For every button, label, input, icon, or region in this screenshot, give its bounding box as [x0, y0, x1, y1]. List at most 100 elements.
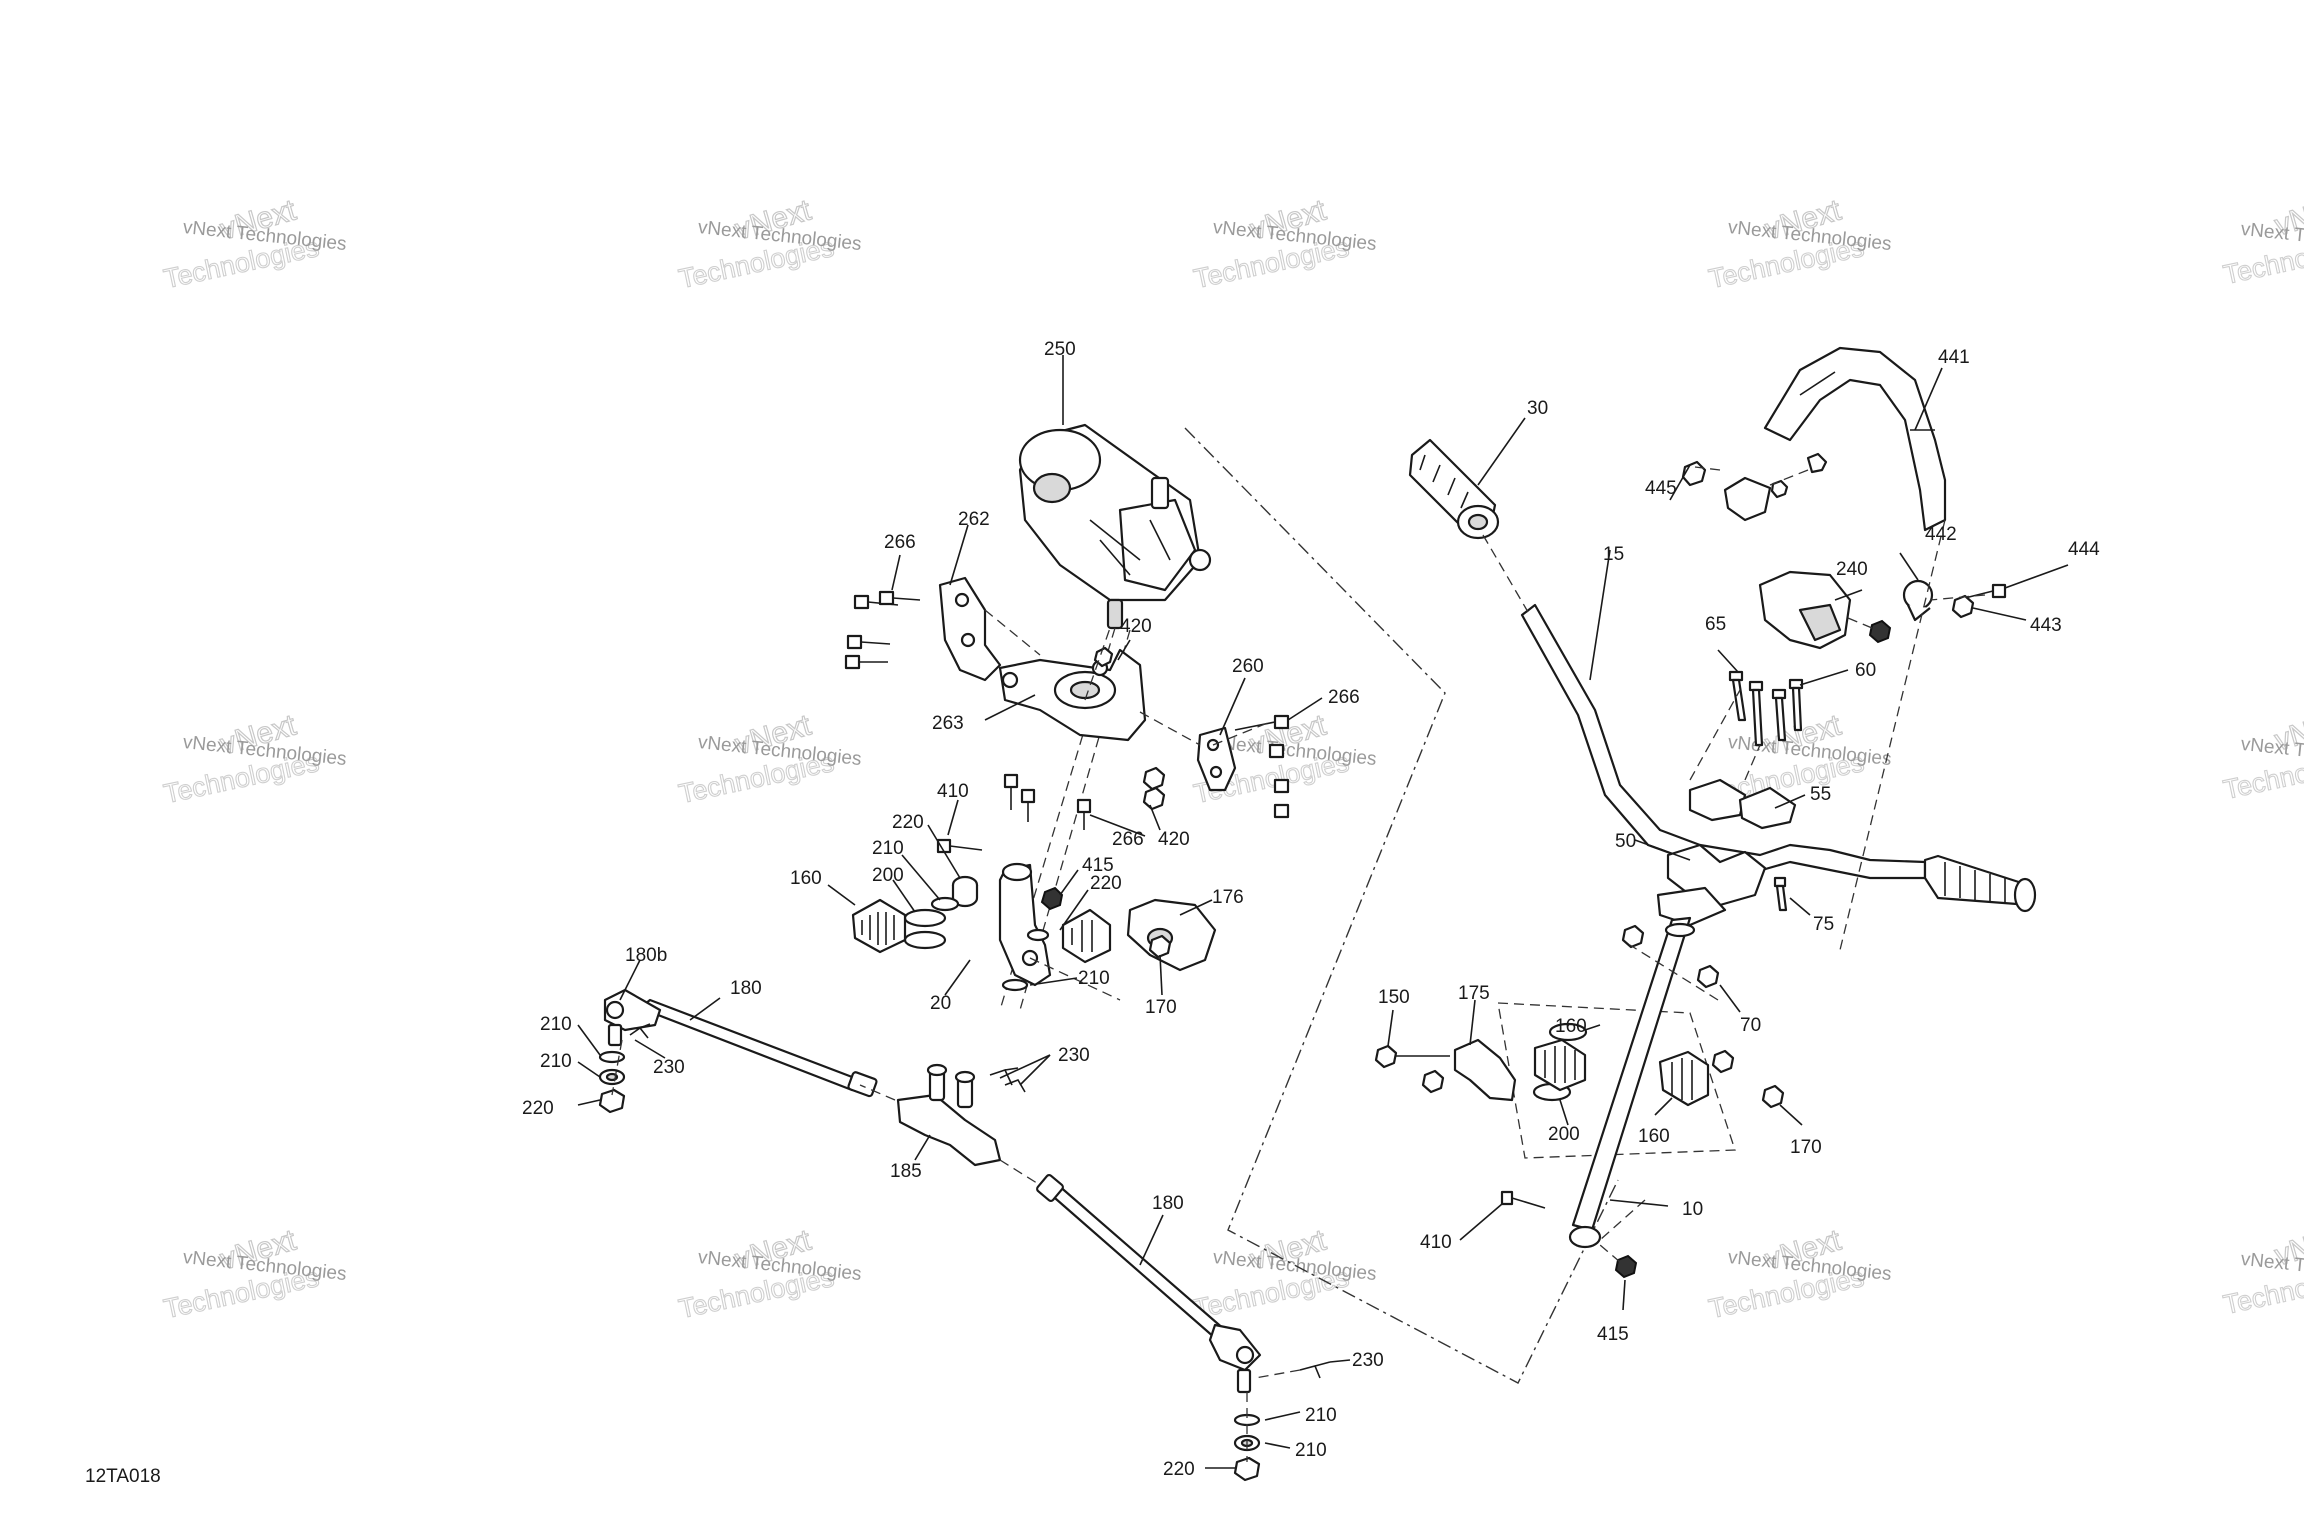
callout-50: 50: [1615, 831, 1636, 852]
callout-266: 266: [1112, 829, 1144, 850]
bolt-75: [1773, 876, 1788, 912]
grip-30: [1408, 438, 1500, 540]
watermark: vNext Technologies vNext Technologies: [1706, 1223, 1893, 1325]
callout-230: 230: [1352, 1350, 1384, 1371]
callout-176: 176: [1212, 887, 1244, 908]
callout-230: 230: [653, 1057, 685, 1078]
handlebar-pad-clip-445: [1681, 452, 1828, 522]
callout-200: 200: [872, 865, 904, 886]
callout-160: 160: [1638, 1126, 1670, 1147]
bracket-263: [998, 648, 1147, 742]
bolt-150: [1374, 1044, 1450, 1069]
callout-55: 55: [1810, 784, 1831, 805]
callout-150: 150: [1378, 987, 1410, 1008]
steering-column-10: [1568, 886, 1727, 1249]
intermediate-link-185: [896, 1063, 1002, 1167]
callout-420: 420: [1158, 829, 1190, 850]
watermark: vNext Technologies vNext Technologies: [2220, 704, 2304, 806]
support-175: [1421, 1038, 1517, 1102]
callout-262: 262: [958, 509, 990, 530]
bolt-444: [1964, 583, 2007, 599]
callout-180b: 180b: [625, 945, 667, 966]
callout-210: 210: [872, 838, 904, 859]
watermark: vNext Technologies vNext Technologies: [2220, 189, 2304, 291]
callout-180: 180: [1152, 1193, 1184, 1214]
watermark: vNext Technologies vNext Technologies: [1191, 1223, 1378, 1325]
clamp-176: [1126, 898, 1217, 972]
watermark: vNext Technologies vNext Technologies: [161, 708, 348, 810]
bolt-266: [844, 590, 921, 670]
nut-220: [1233, 1456, 1261, 1482]
callout-260: 260: [1232, 656, 1264, 677]
nut-220: [598, 1088, 626, 1114]
power-steering-unit: [1018, 423, 1212, 630]
cotter-pin-230: [1299, 1361, 1331, 1379]
assembly-lines: [611, 466, 1986, 1462]
callout-266: 266: [884, 532, 916, 553]
callout-410: 410: [1420, 1232, 1452, 1253]
seal-200: [903, 908, 947, 950]
callout-70: 70: [1740, 1015, 1761, 1036]
bolt-65-60: [1728, 670, 1804, 747]
tie-rod-end-180b: [603, 988, 662, 1047]
handlebar-15: [1520, 603, 1927, 880]
callout-250: 250: [1044, 339, 1076, 360]
switch-housing-240: [1758, 570, 1852, 650]
callout-75: 75: [1813, 914, 1834, 935]
watermark: vNext Technologies vNext Technologies: [1706, 193, 1893, 295]
diagram-code: 12TA018: [85, 1466, 161, 1487]
seal-200: [1532, 1022, 1588, 1102]
callout-444: 444: [2068, 539, 2100, 560]
callout-170: 170: [1145, 997, 1177, 1018]
callout-20: 20: [930, 993, 951, 1014]
callout-210: 210: [1078, 968, 1110, 989]
callout-240: 240: [1836, 559, 1868, 580]
callout-220: 220: [892, 812, 924, 833]
callout-230: 230: [1058, 1045, 1090, 1066]
bushing-160: [851, 898, 907, 954]
callout-220: 220: [1090, 873, 1122, 894]
bolt-410: [936, 838, 983, 854]
callout-160: 160: [1555, 1016, 1587, 1037]
callout-442: 442: [1925, 524, 1957, 545]
watermark: vNext Technologies vNext Technologies: [676, 1223, 863, 1325]
callout-labels: 250 262 266 420 260 266 263 266 420 410 …: [522, 339, 2100, 1480]
watermark: vNext Technologies vNext Technologies: [161, 1223, 348, 1325]
tie-rod-180-upper: [638, 998, 878, 1098]
watermark: vNext Technologies vNext Technologies: [2220, 1219, 2304, 1321]
callout-410: 410: [937, 781, 969, 802]
nut-170: [1711, 1049, 1785, 1109]
nut-415: [1614, 1254, 1638, 1279]
callout-175: 175: [1458, 983, 1490, 1004]
callout-210: 210: [1295, 1440, 1327, 1461]
callout-160: 160: [790, 868, 822, 889]
washer-210-lower: [1001, 928, 1050, 992]
upper-clamp-55: [1688, 778, 1797, 830]
callout-210: 210: [540, 1051, 572, 1072]
nut-415: [1040, 886, 1064, 911]
callout-200: 200: [1548, 1124, 1580, 1145]
callout-170: 170: [1790, 1137, 1822, 1158]
right-grip: [1923, 854, 2037, 913]
bushing-160-right: [1061, 908, 1112, 964]
callout-445: 445: [1645, 478, 1677, 499]
callout-185: 185: [890, 1161, 922, 1182]
cotter-pin-230: [629, 1023, 651, 1039]
callout-266: 266: [1328, 687, 1360, 708]
callout-180: 180: [730, 978, 762, 999]
watermark: vNext Technologies vNext Technologies: [1191, 193, 1378, 295]
assembly-group-outline: [1184, 427, 1619, 1384]
bolt-266: [1003, 773, 1092, 830]
washer-210: [598, 1050, 626, 1086]
callout-15: 15: [1603, 544, 1624, 565]
callout-65: 65: [1705, 614, 1726, 635]
washer-210: [930, 896, 960, 912]
callout-441: 441: [1938, 347, 1970, 368]
watermark: vNext Technologies vNext Technologies: [676, 193, 863, 295]
nut-443: [1951, 594, 1975, 619]
callout-415: 415: [1082, 855, 1114, 876]
watermark: vNext Technologies vNext Technologies: [676, 708, 863, 810]
callout-415: 415: [1597, 1324, 1629, 1345]
clamp-442: [1902, 579, 1934, 622]
